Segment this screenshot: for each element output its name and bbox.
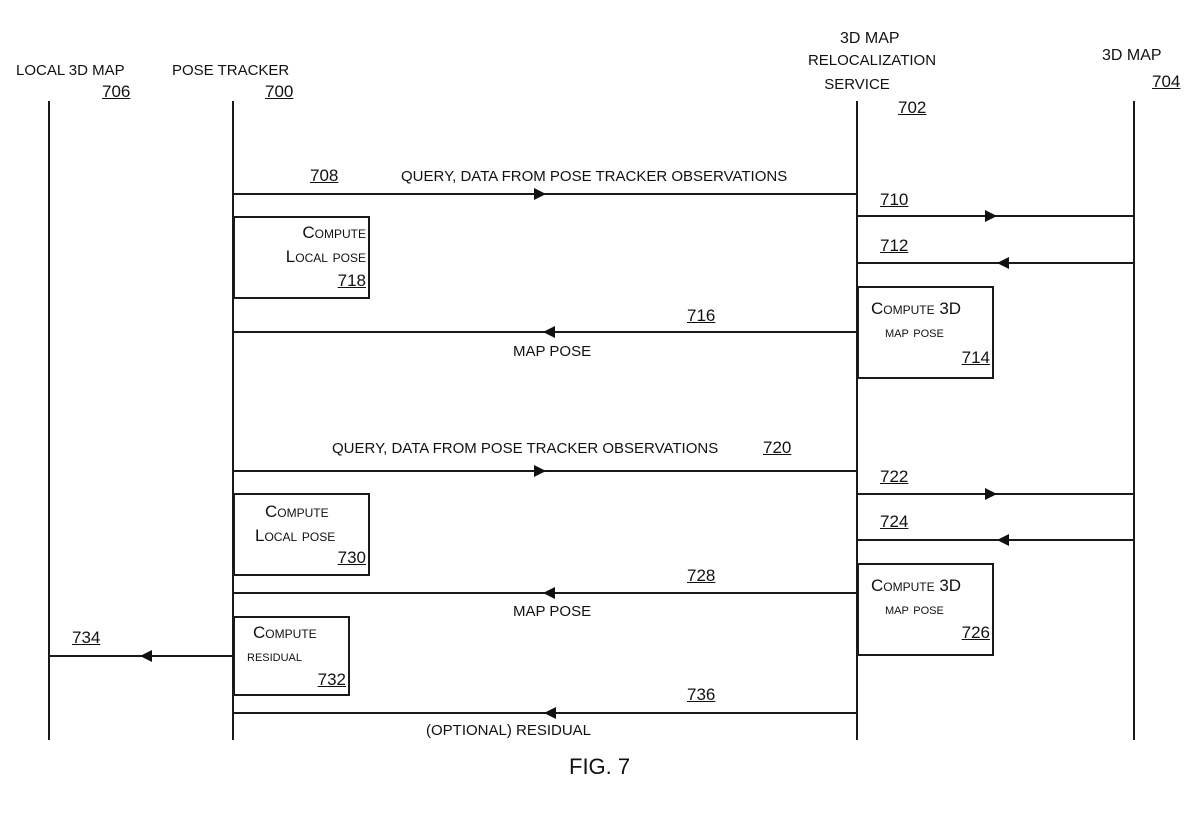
arrow-right-icon [985,210,997,222]
activity-718-line1: Compute [302,223,366,242]
lifeline-pose-tracker [232,101,234,740]
activity-730-line1: Compute [265,502,329,521]
activity-732-line1: Compute [253,623,317,642]
lifeline-local-3d-map-ref: 706 [102,82,131,101]
message-728-label: MAP POSE [513,603,592,620]
lifeline-relocalization-title-line3: SERVICE [824,76,890,93]
message-720-label: QUERY, DATA FROM POSE TRACKER OBSERVATIO… [332,440,719,457]
lifeline-local-3d-map-title: LOCAL 3D MAP [16,62,125,79]
activity-box-730: Compute Local pose 730 [233,493,370,576]
message-712-ref: 712 [880,236,909,255]
lifeline-3d-map [1133,101,1135,740]
arrow-left-icon [997,534,1009,546]
lifeline-local-3d-map [48,101,50,740]
message-708-label: QUERY, DATA FROM POSE TRACKER OBSERVATIO… [401,168,788,185]
activity-714-line1: Compute 3D [871,299,962,318]
activity-714-ref: 714 [961,348,990,367]
lifeline-pose-tracker-ref: 700 [265,82,294,101]
activity-box-714: Compute 3D map pose 714 [857,286,994,379]
message-708-ref: 708 [310,166,339,185]
message-712-line [857,262,1134,264]
arrow-right-icon [534,188,546,200]
arrow-left-icon [140,650,152,662]
arrow-left-icon [997,257,1009,269]
message-720-ref: 720 [763,438,792,457]
lifeline-relocalization-service [856,101,858,740]
arrow-left-icon [543,326,555,338]
activity-732-line2: residual [247,648,303,665]
activity-726-ref: 726 [961,623,990,642]
message-724-line [857,539,1134,541]
activity-726-line1: Compute 3D [871,576,962,595]
arrow-left-icon [543,587,555,599]
lifeline-3d-map-ref: 704 [1152,72,1181,91]
message-724-ref: 724 [880,512,909,531]
message-722-ref: 722 [880,467,909,486]
arrow-right-icon [534,465,546,477]
message-728-ref: 728 [687,566,716,585]
activity-718-line2: Local pose [285,247,366,266]
activity-718-ref: 718 [337,271,366,290]
arrow-right-icon [985,488,997,500]
lifeline-pose-tracker-title: POSE TRACKER [172,62,290,79]
message-734-ref: 734 [72,628,101,647]
figure-label: FIG. 7 [569,754,631,779]
activity-730-line2: Local pose [255,526,336,545]
lifeline-relocalization-ref: 702 [898,98,927,117]
message-710-ref: 710 [880,190,909,209]
message-736-ref: 736 [687,685,716,704]
activity-714-line2: map pose [885,324,944,341]
activity-726-line2: map pose [885,601,944,618]
arrow-left-icon [544,707,556,719]
message-736-label: (OPTIONAL) RESIDUAL [426,722,592,739]
activity-730-ref: 730 [337,548,366,567]
lifeline-relocalization-title-line1: 3D MAP [840,30,900,47]
lifeline-3d-map-title: 3D MAP [1102,47,1162,64]
activity-box-726: Compute 3D map pose 726 [857,563,994,656]
lifeline-relocalization-title-line2: RELOCALIZATION [807,52,937,69]
message-716-label: MAP POSE [513,343,592,360]
activity-732-ref: 732 [317,670,346,689]
message-716-ref: 716 [687,306,716,325]
activity-box-732: Compute residual 732 [233,616,350,696]
activity-box-718: Compute Local pose 718 [233,216,370,299]
